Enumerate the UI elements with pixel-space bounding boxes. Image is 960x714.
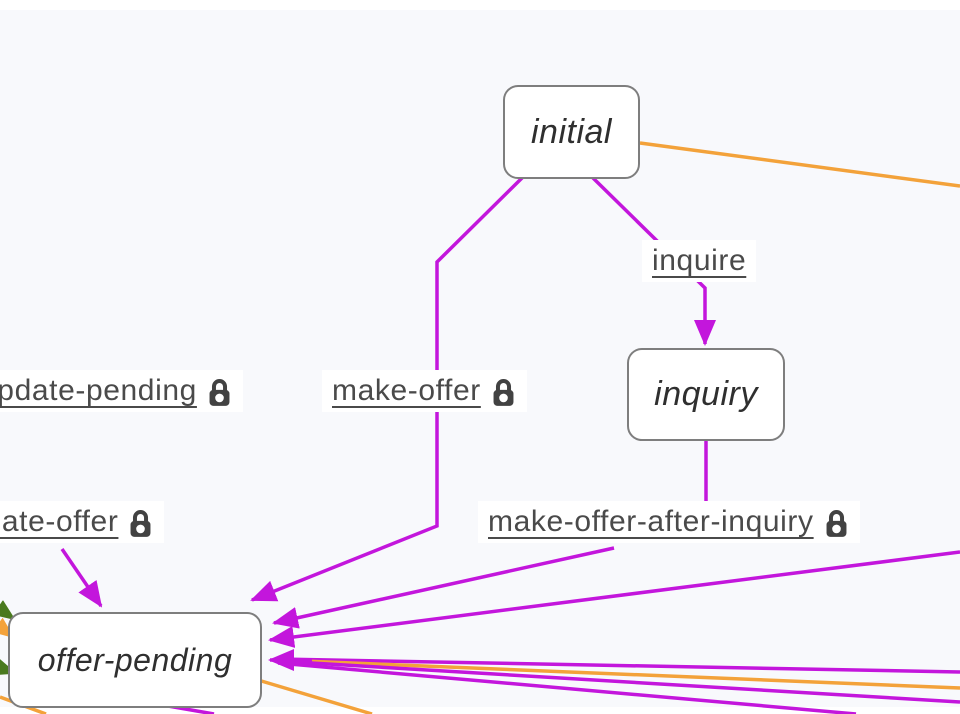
edge-initial-to-right bbox=[639, 141, 960, 188]
bottom-margin bbox=[0, 707, 960, 714]
transition-label-update-pending[interactable]: update-pending bbox=[0, 370, 243, 412]
edge-right-upper bbox=[268, 550, 960, 648]
edge-inquire bbox=[590, 175, 716, 346]
edge-bundle-4 bbox=[277, 661, 857, 714]
lock-icon bbox=[493, 378, 514, 406]
transition-text: update-offer bbox=[0, 505, 119, 538]
edge-bundle-2 bbox=[277, 658, 960, 690]
transition-text: make-offer bbox=[332, 374, 481, 407]
state-label: inquiry bbox=[654, 375, 758, 413]
state-node-inquiry[interactable]: inquiry bbox=[627, 348, 785, 441]
transition-text: inquire bbox=[652, 244, 747, 277]
edge-update-offer bbox=[60, 548, 103, 608]
state-node-offer-pending[interactable]: offer-pending bbox=[8, 612, 262, 708]
edge-bundle-1 bbox=[277, 657, 960, 674]
transition-label-update-offer[interactable]: update-offer bbox=[0, 501, 165, 543]
transition-label-make-offer[interactable]: make-offer bbox=[322, 370, 527, 412]
transition-label-inquire[interactable]: inquire bbox=[642, 240, 757, 282]
transition-label-make-offer-after-inquiry[interactable]: make-offer-after-inquiry bbox=[478, 501, 860, 543]
state-label: offer-pending bbox=[37, 641, 233, 678]
state-node-initial[interactable]: initial bbox=[503, 85, 640, 179]
lock-icon bbox=[130, 509, 151, 537]
edge-orange-bottom-right bbox=[257, 678, 373, 714]
edge-bundle-3 bbox=[277, 659, 960, 704]
lock-icon bbox=[209, 378, 230, 406]
transition-text: make-offer-after-inquiry bbox=[488, 505, 814, 538]
lock-icon bbox=[826, 509, 847, 537]
state-label: initial bbox=[531, 112, 612, 151]
transition-text: update-pending bbox=[0, 374, 197, 407]
edge-make-offer-after-inquiry bbox=[272, 546, 615, 629]
top-margin bbox=[0, 0, 960, 10]
